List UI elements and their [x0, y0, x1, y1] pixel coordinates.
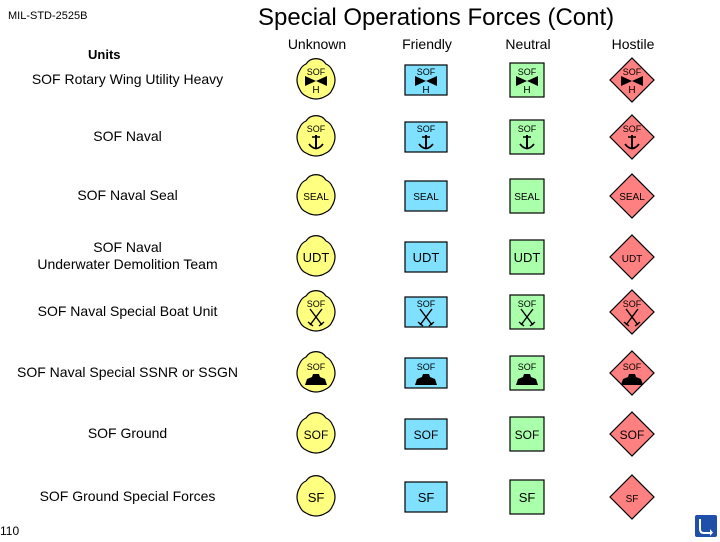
symbol-text: SOF: [304, 428, 329, 442]
symbol-text: SF: [418, 490, 435, 505]
symbol-unknown: SOF: [296, 115, 336, 157]
symbol-unknown: SEAL: [296, 174, 336, 216]
row-label: SOF Ground Special Forces: [39, 487, 216, 504]
symbol-text: SOF: [623, 299, 642, 309]
symbol-text: SOF: [307, 362, 326, 372]
symbol-friendly: SOF: [404, 296, 448, 328]
symbol-text: UDT: [514, 250, 541, 265]
submarine-icon: [305, 374, 327, 385]
submarine-icon: [415, 374, 437, 385]
symbol-hostile: SOF H: [609, 57, 655, 103]
symbol-unknown: SOF: [296, 351, 336, 393]
symbol-hostile: UDT: [609, 234, 655, 280]
symbol-text: SEAL: [619, 192, 645, 203]
symbol-text: UDT: [413, 250, 440, 265]
symbol-modifier-text: H: [628, 85, 635, 96]
symbol-text: SOF: [518, 67, 537, 77]
anchor-icon: [418, 135, 434, 150]
row-label: SOF Ground: [87, 424, 168, 441]
symbol-text: SOF: [518, 362, 537, 372]
symbol-neutral: UDT: [509, 239, 545, 275]
anchor-icon: [308, 135, 324, 150]
crossed-swords-icon: [518, 308, 536, 327]
symbol-text: SOF: [414, 428, 439, 442]
symbol-modifier-text: H: [312, 85, 319, 96]
symbol-unknown: SF: [296, 475, 336, 517]
symbol-text: SOF: [620, 428, 645, 442]
crossed-swords-icon: [417, 308, 435, 327]
symbol-text: SOF: [307, 67, 326, 77]
symbol-hostile: SF: [609, 474, 655, 520]
symbol-text: UDT: [303, 250, 330, 265]
submarine-icon: [621, 374, 643, 385]
return-arrow-icon-graphic: [695, 515, 717, 537]
symbol-hostile: SEAL: [609, 173, 655, 219]
row-label: SOF Naval Underwater Demolition Team: [37, 239, 218, 272]
symbol-hostile: SOF: [609, 114, 655, 160]
symbol-unknown: UDT: [296, 235, 336, 277]
symbol-friendly: SOF: [404, 121, 448, 153]
symbol-text: SOF: [518, 299, 537, 309]
symbol-text: SOF: [623, 362, 642, 372]
symbol-text: SF: [626, 494, 639, 505]
page-number: 110: [0, 524, 20, 538]
page-title: Special Operations Forces (Cont): [258, 4, 615, 31]
symbol-text: SEAL: [514, 192, 540, 203]
symbol-text: SEAL: [303, 192, 329, 203]
standard-label: MIL-STD-2525B: [8, 10, 88, 22]
crossed-swords-icon: [307, 308, 325, 327]
symbol-unknown: SOF H: [296, 58, 336, 100]
symbol-text: SOF: [623, 67, 642, 77]
symbol-neutral: SOF: [509, 294, 545, 330]
symbol-unknown: SOF: [296, 290, 336, 332]
symbol-modifier-text: H: [422, 85, 429, 96]
anchor-icon: [624, 135, 640, 150]
symbol-text: SEAL: [413, 192, 439, 203]
submarine-icon: [516, 374, 538, 385]
symbol-friendly: SOF: [404, 418, 448, 450]
column-header-unknown: Unknown: [287, 36, 347, 52]
symbol-text: SOF: [417, 299, 436, 309]
symbol-neutral: SOF H: [509, 62, 545, 98]
symbol-neutral: SF: [509, 479, 545, 515]
row-label: SOF Naval Special SSNR or SSGN: [17, 363, 238, 380]
symbol-text: UDT: [622, 254, 643, 265]
symbol-neutral: SEAL: [509, 178, 545, 214]
symbol-neutral: SOF: [509, 416, 545, 452]
symbol-text: SOF: [518, 124, 537, 134]
column-header-neutral: Neutral: [505, 36, 551, 52]
symbol-hostile: SOF: [609, 289, 655, 335]
symbol-text: SF: [519, 490, 536, 505]
symbol-hostile: SOF: [609, 350, 655, 396]
anchor-icon: [519, 135, 535, 150]
symbol-text: SOF: [417, 124, 436, 134]
units-heading: Units: [88, 47, 121, 62]
row-label: SOF Naval Special Boat Unit: [37, 302, 218, 319]
symbol-hostile: SOF: [609, 411, 655, 457]
symbol-neutral: SOF: [509, 355, 545, 391]
symbol-friendly: SF: [404, 481, 448, 513]
return-arrow-icon[interactable]: [695, 515, 717, 537]
row-label: SOF Naval: [93, 127, 162, 144]
column-header-hostile: Hostile: [611, 36, 655, 52]
symbol-text: SOF: [623, 124, 642, 134]
symbol-text: SOF: [307, 299, 326, 309]
symbol-text: SF: [308, 490, 325, 505]
symbol-friendly: UDT: [404, 241, 448, 273]
symbol-text: SOF: [307, 124, 326, 134]
column-header-friendly: Friendly: [402, 36, 452, 52]
symbol-neutral: SOF: [509, 119, 545, 155]
symbol-text: SOF: [417, 362, 436, 372]
symbol-friendly: SOF H: [404, 64, 448, 96]
crossed-swords-icon: [623, 308, 641, 327]
row-label: SOF Naval Seal: [77, 186, 178, 203]
row-label: SOF Rotary Wing Utility Heavy: [31, 70, 224, 87]
symbol-unknown: SOF: [296, 412, 336, 454]
symbol-friendly: SEAL: [404, 180, 448, 212]
symbol-modifier-text: H: [523, 85, 530, 96]
symbol-text: SOF: [515, 428, 540, 442]
symbol-text: SOF: [417, 67, 436, 77]
symbol-friendly: SOF: [404, 357, 448, 389]
